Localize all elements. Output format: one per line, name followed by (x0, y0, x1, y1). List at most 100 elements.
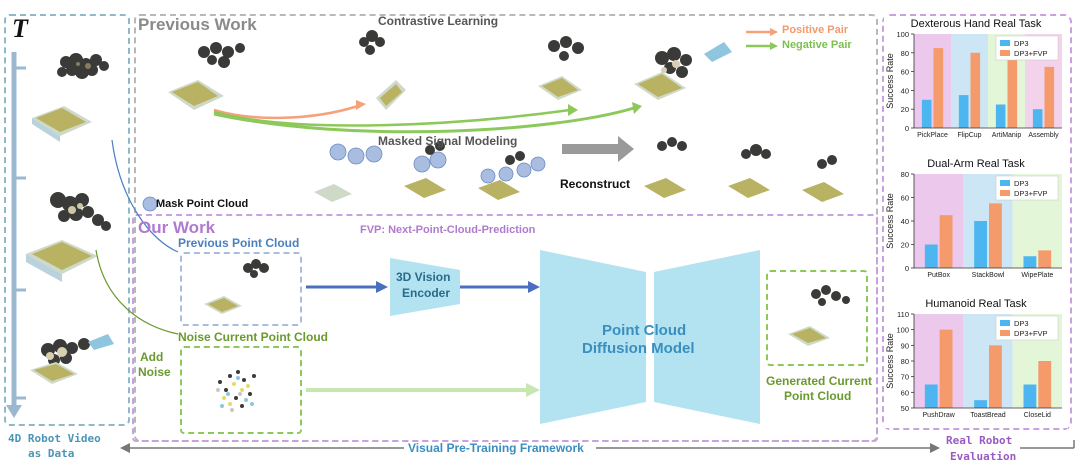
previous-point-cloud-box (180, 252, 302, 326)
contrastive-learning-label: Contrastive Learning (378, 14, 499, 28)
bar-dp3-fvp (989, 345, 1002, 408)
x-tick-label: FlipCup (957, 132, 981, 139)
x-tick-label: PushDraw (923, 412, 956, 419)
legend-swatch (1000, 320, 1010, 326)
generated-label-1: Generated Current (766, 374, 873, 388)
previous-point-cloud (204, 259, 269, 314)
video-data-box (4, 14, 130, 426)
our-work-title: Our Work (138, 218, 216, 237)
y-tick-label: 80 (901, 357, 909, 366)
x-tick-label: ArtiManip (992, 132, 1022, 139)
y-tick-label: 80 (901, 170, 909, 179)
x-tick-label: StackBowl (972, 272, 1005, 279)
previous-work-title: Previous Work (138, 15, 257, 34)
legend-label: DP3 (1014, 39, 1029, 48)
noise-point-cloud (216, 370, 256, 412)
robot-frame-1 (32, 53, 109, 142)
our-work-box (132, 214, 878, 442)
category-background (914, 174, 964, 268)
framework-label: Visual Pre-Training Framework (408, 441, 584, 455)
bar-dp3-fvp (939, 215, 953, 268)
bar-dp3-fvp (970, 52, 981, 128)
bar-dp3-fvp (1044, 66, 1055, 128)
category-background (951, 34, 988, 128)
y-tick-label: 60 (901, 388, 909, 397)
noise-point-cloud-label: Noise Current Point Cloud (178, 330, 328, 344)
y-tick-label: 100 (896, 326, 909, 335)
legend-label: DP3 (1014, 179, 1029, 188)
bar-dp3-fvp (1007, 52, 1018, 128)
legend-label: DP3+FVP (1014, 49, 1048, 58)
evaluation-label-2: Evaluation (950, 450, 1017, 463)
bar-dp3-fvp (989, 203, 1002, 268)
y-tick-label: 60 (901, 194, 909, 203)
bar-dp3-fvp (939, 329, 953, 408)
y-tick-label: 0 (905, 264, 909, 273)
legend-swatch (1000, 330, 1010, 336)
evaluation-box (882, 14, 1072, 430)
bar-dp3 (1032, 109, 1043, 128)
category-background (914, 34, 951, 128)
y-tick-label: 90 (901, 341, 909, 350)
bar-dp3-fvp (933, 48, 944, 128)
x-tick-label: ToastBread (970, 412, 1006, 419)
diffusion-label-2: Diffusion Model (582, 340, 695, 357)
robot-frame-3 (30, 334, 114, 384)
y-axis-label: Success Rate (885, 193, 895, 249)
robot-frame-2 (26, 192, 111, 282)
generated-point-cloud (788, 285, 850, 346)
bar-dp3 (924, 244, 938, 268)
chart-title: Dexterous Hand Real Task (910, 18, 1042, 30)
video-caption-line2: as Data (28, 447, 75, 460)
y-tick-label: 60 (901, 68, 909, 77)
chart-title: Dual-Arm Real Task (927, 158, 1025, 170)
y-tick-label: 100 (896, 30, 909, 39)
y-tick-label: 0 (905, 124, 909, 133)
evaluation-label-1: Real Robot (946, 434, 1013, 447)
chart-title: Humanoid Real Task (925, 298, 1027, 310)
bar-dp3 (1023, 384, 1037, 408)
legend-label: DP3 (1014, 319, 1029, 328)
time-symbol: T (12, 14, 28, 43)
our-work-arrows (306, 250, 760, 424)
legend-label: DP3+FVP (1014, 329, 1048, 338)
x-tick-label: PutBox (927, 272, 950, 279)
negative-pair-label: Negative Pair (782, 39, 852, 51)
bar-dp3 (995, 104, 1006, 128)
bar-dp3 (974, 400, 987, 408)
noise-point-cloud-box (180, 346, 302, 434)
bar-dp3 (974, 221, 987, 268)
bar-dp3 (958, 95, 969, 128)
previous-point-cloud-label: Previous Point Cloud (178, 236, 300, 250)
bar-dp3-fvp (1038, 250, 1052, 268)
reconstruct-label: Reconstruct (560, 177, 631, 191)
y-tick-label: 70 (901, 373, 909, 382)
y-tick-label: 50 (901, 404, 909, 413)
y-tick-label: 110 (897, 310, 909, 319)
legend-swatch (1000, 50, 1010, 56)
y-axis-label: Success Rate (885, 53, 895, 109)
add-noise-label-1: Add (140, 350, 164, 364)
bottom-arrows (120, 440, 1075, 453)
diffusion-label-1: Point Cloud (602, 322, 687, 339)
y-tick-label: 20 (901, 105, 909, 114)
y-axis-label: Success Rate (885, 333, 895, 389)
bar-dp3 (1023, 256, 1037, 268)
mask-point-cloud-label: Mask Point Cloud (156, 198, 249, 210)
bar-dp3 (921, 99, 932, 128)
x-tick-label: PickPlace (917, 132, 948, 139)
x-tick-label: WipePlate (1021, 272, 1053, 279)
bar-dp3-fvp (1038, 361, 1052, 408)
x-tick-label: Assembly (1028, 132, 1059, 139)
legend-swatch (1000, 180, 1010, 186)
generated-point-cloud-box (766, 270, 868, 366)
y-tick-label: 80 (901, 49, 909, 58)
legend-swatch (1000, 190, 1010, 196)
legend-swatch (1000, 40, 1010, 46)
bar-dp3 (924, 384, 938, 408)
